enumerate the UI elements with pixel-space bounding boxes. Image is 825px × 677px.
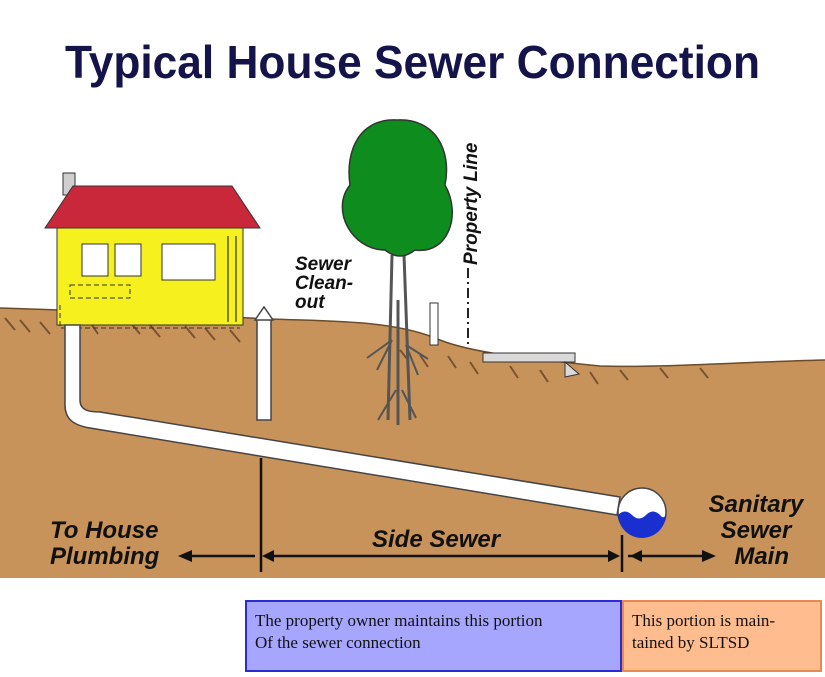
property-line-label: Property Line <box>461 142 482 265</box>
curb <box>564 360 581 378</box>
tree <box>341 119 453 425</box>
sanitary-sewer-main-label: Sanitary Sewer Main <box>709 491 810 570</box>
sidewalk <box>482 352 576 363</box>
owner-maintenance-line-1: The property owner maintains this portio… <box>255 611 543 630</box>
sltsd-maintenance-line-2: tained by SLTSD <box>632 633 750 652</box>
cleanout-label: Sewer Clean- out <box>295 254 358 313</box>
owner-maintenance-line-2: Of the sewer connection <box>255 633 421 652</box>
to-house-plumbing-label: To House Plumbing <box>50 517 165 570</box>
dimension-lines <box>178 458 716 572</box>
sewer-main-pipe <box>617 487 667 538</box>
house <box>44 172 261 329</box>
side-sewer-label: Side Sewer <box>372 526 502 553</box>
sltsd-maintenance-box: This portion is main- tained by SLTSD <box>622 600 822 672</box>
cleanout-cap <box>253 305 275 321</box>
property-post <box>429 302 439 346</box>
sltsd-maintenance-line-1: This portion is main- <box>632 611 776 630</box>
diagram-title: Typical House Sewer Connection <box>65 36 760 88</box>
sewer-diagram: Typical House Sewer Connection <box>0 36 825 578</box>
owner-maintenance-box: The property owner maintains this portio… <box>245 600 622 672</box>
